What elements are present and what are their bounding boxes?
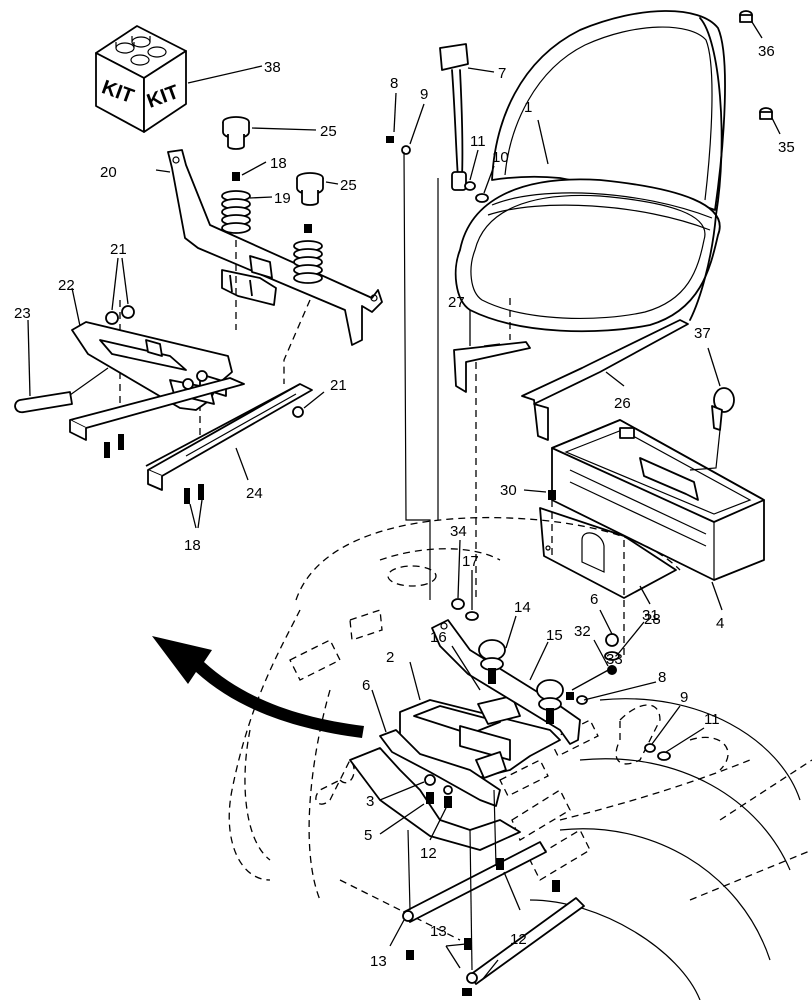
- callout-25-mid: 25: [340, 177, 357, 194]
- bolt-icon: [104, 434, 204, 504]
- callout-20: 20: [100, 164, 117, 181]
- callout-34: 34: [450, 523, 467, 540]
- callout-21-top: 21: [110, 241, 127, 258]
- knob-35-icon: [759, 107, 773, 120]
- key-icon: [711, 387, 735, 431]
- callout-13-left: 13: [430, 923, 447, 940]
- seat-mount-frame: [349, 619, 581, 851]
- callout-2: 2: [386, 649, 394, 666]
- callout-7: 7: [498, 65, 506, 82]
- callout-10-bottom: 11: [704, 711, 720, 728]
- callout-35: 35: [778, 139, 795, 156]
- callout-4: 3: [366, 793, 374, 810]
- washer-icon: [464, 181, 489, 203]
- direction-arrow-icon: [152, 636, 364, 738]
- bushing-icon: [222, 116, 324, 206]
- callout-16: 16: [430, 629, 447, 646]
- callout-18-bottom: 18: [184, 537, 201, 554]
- seat-cushion: [454, 10, 726, 333]
- tractor-fender-outline: [228, 516, 812, 1000]
- callout-6: 6: [362, 677, 370, 694]
- callout-33: 32: [574, 623, 591, 640]
- callout-14: 14: [514, 599, 531, 616]
- callout-27: 27: [448, 294, 465, 311]
- spring-icon: [221, 172, 323, 284]
- nut-icon: [604, 633, 620, 675]
- bolt-icon: [566, 692, 671, 761]
- callout-30: 30: [500, 482, 517, 499]
- callout-21-side: 21: [330, 377, 347, 394]
- callout-32: 31: [642, 607, 659, 624]
- bushing-icon: [451, 598, 479, 621]
- callout-1: 1: [524, 99, 532, 116]
- callout-17: 17: [462, 553, 479, 570]
- toolbox: [551, 419, 765, 581]
- callout-11-bottom: 9: [680, 689, 688, 706]
- callout-38: 38: [264, 59, 281, 76]
- callout-9-top: 9: [420, 86, 428, 103]
- callout-19: 19: [274, 190, 291, 207]
- bolt-icon: [424, 774, 453, 808]
- callout-26: 26: [614, 395, 631, 412]
- callout-12-left: 13: [370, 953, 387, 970]
- nut-icon: [105, 305, 304, 418]
- callout-37: 37: [694, 325, 711, 342]
- callout-8-top: 8: [390, 75, 398, 92]
- mounting-plate: [453, 319, 689, 441]
- link-rod: [402, 789, 585, 996]
- callout-29: 4: [716, 615, 724, 632]
- kit-box-icon: KIT KIT: [95, 25, 187, 133]
- callout-13-right: 12: [510, 931, 527, 948]
- callout-18-top: 18: [270, 155, 287, 172]
- callout-36: 36: [758, 43, 775, 60]
- seat-slide-rail: [14, 321, 313, 491]
- callout-31: 6: [590, 591, 598, 608]
- spring-icon: [478, 639, 564, 724]
- callout-28: 28: [644, 611, 661, 628]
- callout-10-top: 10: [492, 149, 509, 166]
- knob-36-icon: [739, 10, 753, 23]
- callout-23: 23: [14, 305, 31, 322]
- callout-5: 12: [420, 845, 437, 862]
- callout-9-bottom: 8: [658, 669, 666, 686]
- seat-belt-buckle-icon: [439, 43, 469, 191]
- bolt-icon: [548, 490, 556, 500]
- callout-25-top: 25: [320, 123, 337, 140]
- callout-22: 22: [58, 277, 75, 294]
- callout-8-bottom: 33: [606, 651, 623, 668]
- callout-11-top: 11: [470, 133, 486, 150]
- callout-24: 24: [246, 485, 263, 502]
- callout-3: 5: [364, 827, 372, 844]
- bolt-icon: [386, 136, 411, 155]
- callout-15: 15: [546, 627, 563, 644]
- toolbox-mount-bracket: [539, 507, 677, 599]
